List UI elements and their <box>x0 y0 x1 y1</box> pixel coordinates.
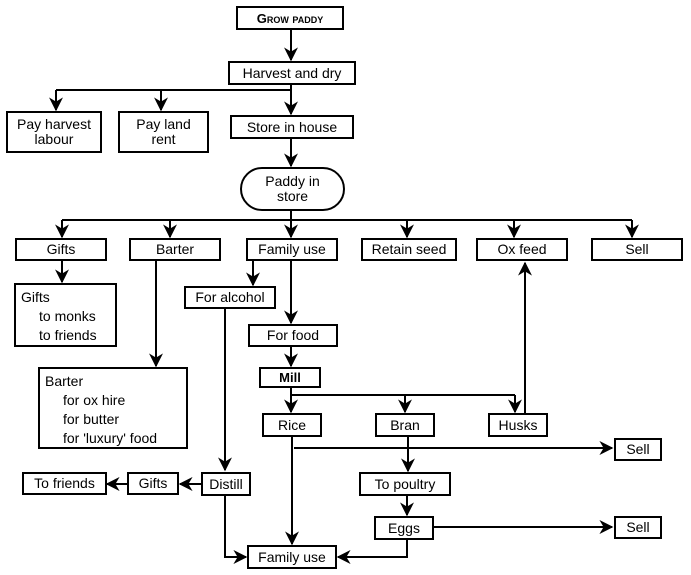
arrow-distill-to-family <box>224 496 248 564</box>
node-ox-feed: Ox feed <box>476 238 568 261</box>
node-sell-bran: Sell <box>614 438 662 461</box>
node-eggs: Eggs <box>374 516 434 540</box>
gifts-detail-item: to friends <box>39 327 97 343</box>
node-harvest-and-dry: Harvest and dry <box>228 61 356 85</box>
node-sell-top: Sell <box>591 238 683 261</box>
node-to-friends: To friends <box>22 472 107 495</box>
node-for-alcohol: For alcohol <box>184 286 276 309</box>
arrow-paddy-branch <box>62 210 632 221</box>
barter-detail-item: for 'luxury' food <box>63 430 158 446</box>
arrow-eggs-to-family <box>336 540 408 564</box>
node-grow-paddy: Grow paddy <box>236 6 344 30</box>
node-rice: Rice <box>262 413 322 437</box>
node-sell-eggs: Sell <box>614 516 662 539</box>
node-pay-harvest-labour: Pay harvest labour <box>6 111 102 153</box>
node-paddy-in-store: Paddy in store <box>240 167 345 211</box>
arrow-mill-branch <box>290 388 515 396</box>
node-gifts-alcohol: Gifts <box>127 472 179 495</box>
node-retain-seed: Retain seed <box>361 238 457 261</box>
node-barter: Barter <box>129 238 221 261</box>
barter-detail-item: for ox hire <box>63 392 126 408</box>
node-to-poultry: To poultry <box>359 472 451 496</box>
barter-detail-item: for butter <box>63 411 120 427</box>
node-family-use-final: Family use <box>247 545 337 569</box>
node-husks: Husks <box>488 413 548 437</box>
node-bran: Bran <box>375 413 435 437</box>
gifts-detail-title: Gifts <box>21 289 50 305</box>
node-label: Grow paddy <box>256 10 324 26</box>
node-mill: Mill <box>259 367 321 388</box>
node-store-in-house: Store in house <box>230 115 354 139</box>
node-family-use: Family use <box>246 238 338 261</box>
barter-detail-title: Barter <box>45 373 84 389</box>
node-gifts-detail: Gifts to monks to friends <box>14 283 117 347</box>
node-for-food: For food <box>248 324 338 347</box>
node-distill: Distill <box>201 472 251 496</box>
node-pay-land-rent: Pay land rent <box>118 111 209 153</box>
node-gifts: Gifts <box>15 238 107 261</box>
gifts-detail-item: to monks <box>39 308 96 324</box>
node-barter-detail: Barter for ox hire for butter for 'luxur… <box>38 367 188 449</box>
